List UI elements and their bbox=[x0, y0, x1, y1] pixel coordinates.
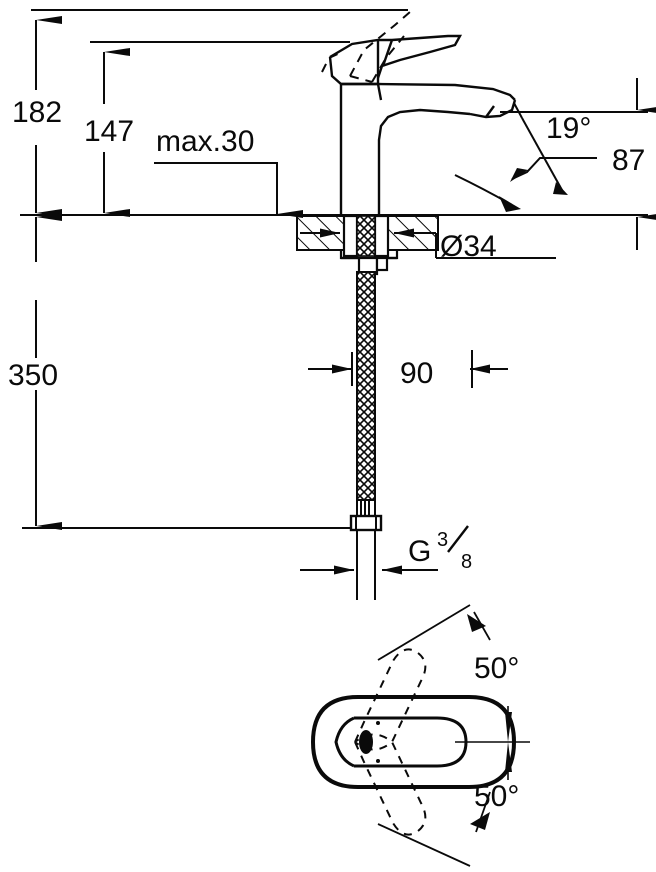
thread-prefix: G bbox=[408, 535, 431, 568]
dimension-label-87: 87 bbox=[612, 144, 645, 177]
dimension-label-19deg: 19° bbox=[546, 112, 591, 145]
dimension-label-diameter-34: Ø34 bbox=[440, 230, 497, 263]
leader-19-degree bbox=[454, 102, 597, 212]
flexible-hose bbox=[349, 271, 383, 600]
thread-numerator: 3 bbox=[437, 529, 448, 551]
mounting-hardware bbox=[339, 214, 399, 276]
leader-swivel-upper bbox=[377, 604, 491, 661]
leader-diameter-34 bbox=[300, 228, 556, 259]
faucet-body bbox=[339, 82, 517, 215]
leader-swivel-lower bbox=[377, 791, 491, 867]
dimension-label-182: 182 bbox=[12, 96, 62, 129]
lever-raised-ghost bbox=[321, 11, 411, 83]
dimension-label-swivel-lower: 50° bbox=[474, 780, 519, 813]
dimension-label-147: 147 bbox=[84, 115, 134, 148]
dimension-label-thread: G 3 8 bbox=[408, 525, 472, 573]
lever-handle bbox=[328, 34, 463, 86]
dimension-label-swivel-upper: 50° bbox=[474, 652, 519, 685]
plan-swivel-arrowheads bbox=[505, 706, 512, 780]
leader-max30 bbox=[154, 162, 303, 218]
dimension-label-350: 350 bbox=[8, 359, 58, 392]
dimension-label-90: 90 bbox=[400, 357, 433, 390]
thread-denominator: 8 bbox=[461, 551, 472, 573]
dimension-90 bbox=[308, 350, 508, 388]
dimension-label-max30: max.30 bbox=[156, 125, 254, 158]
plan-handle-pivot bbox=[359, 721, 380, 763]
